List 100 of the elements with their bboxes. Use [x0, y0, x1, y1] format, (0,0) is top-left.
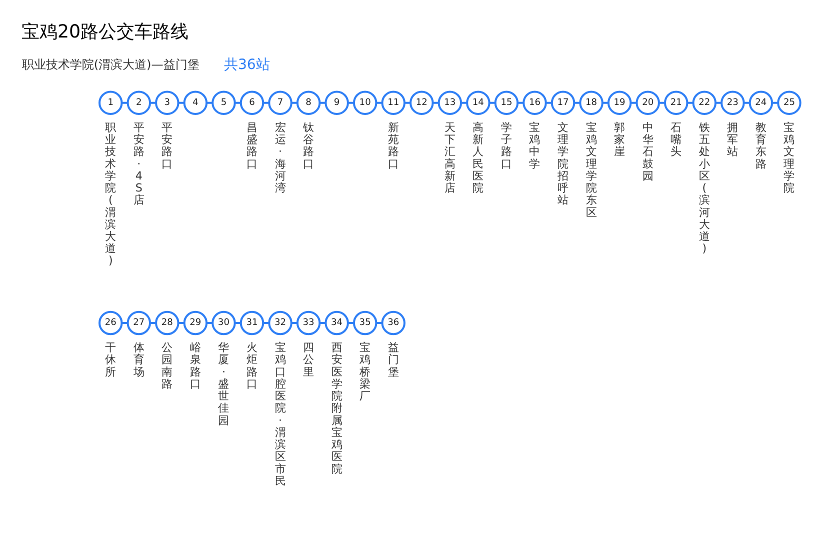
node-circle: 21 [664, 90, 688, 115]
node-circle: 16 [522, 90, 547, 115]
node-label: 高新人民医院 [472, 120, 484, 195]
node-circle: 36 [381, 310, 406, 336]
node-label: 峪泉路口 [190, 341, 201, 390]
connector [376, 102, 382, 104]
node-circle: 22 [692, 90, 717, 115]
node-label: 中华石鼓园 [642, 120, 654, 182]
node-circle: 30 [212, 310, 236, 336]
connector [461, 102, 467, 104]
node-label: 宝鸡口腔医院·渭滨区市民 [274, 341, 286, 488]
label: 共36站 [224, 57, 270, 74]
node-label: 宝鸡桥梁厂 [360, 341, 371, 403]
connector [688, 102, 694, 104]
node-circle: 11 [381, 90, 406, 115]
node-circle: 33 [296, 310, 321, 336]
node-label: 平安路口 [162, 120, 173, 170]
node-circle: 35 [352, 310, 378, 336]
connector [235, 102, 241, 104]
node-circle: 34 [324, 310, 349, 336]
node-circle: 3 [155, 90, 180, 115]
node-circle: 25 [777, 90, 802, 115]
node-circle: 29 [183, 310, 208, 336]
node-label: 拥军站 [727, 120, 738, 158]
node-label: 教育东路 [755, 120, 766, 170]
node-label: 平安路·4S店 [133, 120, 144, 207]
node-circle: 17 [550, 90, 576, 115]
node-label: 学子路口 [500, 120, 512, 170]
connector [716, 102, 722, 104]
node-circle: 2 [126, 90, 151, 115]
node-circle: 23 [720, 90, 745, 115]
node-circle: 27 [126, 310, 151, 336]
node-label: 钛谷路口 [303, 120, 314, 170]
connector [292, 322, 298, 324]
node-circle: 18 [579, 90, 604, 115]
node-label: 天下汇高新店 [444, 120, 456, 195]
node-circle: 15 [494, 90, 519, 115]
node-circle: 12 [410, 90, 434, 115]
node-label: 铁五处小区(滨河大道) [698, 120, 710, 256]
node-circle: 5 [212, 90, 236, 115]
node-label: 宏运·海河湾 [274, 120, 286, 195]
connector [150, 322, 156, 324]
node-circle: 1 [98, 90, 123, 115]
node-circle: 14 [466, 90, 490, 115]
node-circle: 4 [183, 90, 208, 115]
node-circle: 28 [155, 310, 180, 336]
node-circle: 13 [438, 90, 462, 115]
node-label: 益门堡 [388, 341, 399, 378]
connector [235, 322, 241, 324]
node-label: 职业技术学院(渭滨大道) [105, 120, 116, 268]
node-circle: 10 [352, 90, 378, 115]
connector [150, 102, 156, 104]
connector [206, 322, 212, 324]
node-circle: 19 [607, 90, 632, 115]
node-label: 干休所 [105, 341, 116, 378]
node-label: 四公里 [303, 341, 314, 378]
node-label: 文理学院招呼站 [558, 120, 569, 207]
connector [178, 322, 184, 324]
connector [744, 102, 750, 104]
connector [602, 102, 608, 104]
label: 职业技术学院(渭滨大道)—益门堡 [22, 58, 200, 72]
connector [518, 102, 524, 104]
connector [320, 102, 326, 104]
node-circle: 31 [240, 310, 264, 336]
connector [659, 102, 665, 104]
connector [574, 102, 580, 104]
node-label: 火炬路口 [246, 341, 258, 390]
connector [433, 102, 439, 104]
node-label: 宝鸡文理学院 [784, 120, 795, 195]
node-label: 华厦·盛世佳园 [218, 341, 230, 427]
node-circle: 32 [268, 310, 292, 336]
node-label: 新苑路口 [388, 120, 399, 170]
connector [122, 322, 128, 324]
diagram-title: 宝鸡20路公交车路线 [22, 22, 189, 43]
node-label: 体育场 [133, 341, 144, 378]
connector [404, 102, 410, 104]
node-label: 石嘴头 [670, 120, 682, 158]
connector [292, 102, 298, 104]
node-label: 郭家崖 [614, 120, 626, 158]
connector [546, 102, 552, 104]
connector [178, 102, 184, 104]
node-label: 西安医学院附属宝鸡医院 [331, 341, 342, 476]
node-circle: 9 [324, 90, 349, 115]
node-label: 宝鸡中学 [529, 120, 540, 170]
connector [772, 102, 778, 104]
connector [122, 102, 128, 104]
node-circle: 26 [98, 310, 123, 336]
connector [206, 102, 212, 104]
connector [348, 102, 354, 104]
node-label: 宝鸡文理学院东区 [586, 120, 597, 219]
node-label: 公园南路 [162, 341, 173, 390]
connector [376, 322, 382, 324]
node-circle: 7 [268, 90, 292, 115]
connector [348, 322, 354, 324]
connector [263, 102, 269, 104]
node-circle: 8 [296, 90, 321, 115]
node-circle: 6 [240, 90, 264, 115]
connector [263, 322, 269, 324]
connector [490, 102, 496, 104]
node-circle: 24 [748, 90, 774, 115]
